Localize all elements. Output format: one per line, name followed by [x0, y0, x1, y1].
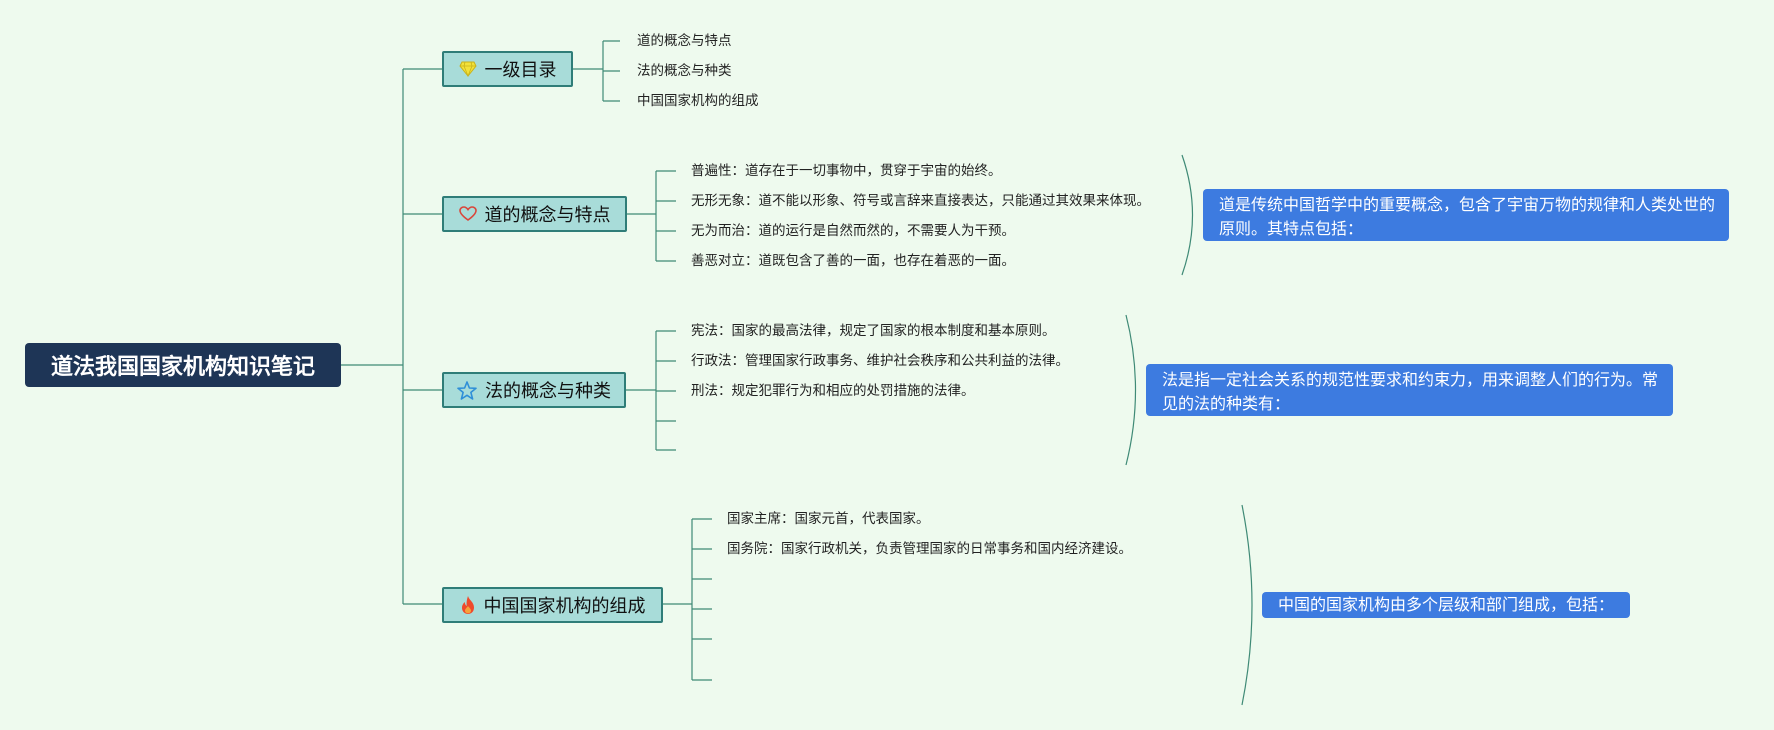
law-type-item[interactable]: 刑法：规定犯罪行为和相应的处罚措施的法律。 [691, 383, 975, 399]
toc-item[interactable]: 法的概念与种类 [637, 63, 732, 79]
dao-feature-item[interactable]: 善恶对立：道既包含了善的一面，也存在着恶的一面。 [691, 253, 1015, 269]
fire-icon [460, 595, 476, 615]
state-organ-item[interactable]: 国务院：国家行政机关，负责管理国家的日常事务和国内经济建设。 [727, 541, 1132, 557]
star-icon [457, 380, 477, 400]
root-topic[interactable]: 道法我国国家机构知识笔记 [25, 343, 341, 387]
branch-label: 一级目录 [484, 60, 557, 81]
dao-feature-item[interactable]: 无为而治：道的运行是自然而然的，不需要人为干预。 [691, 223, 1015, 239]
law-type-item[interactable]: 行政法：管理国家行政事务、维护社会秩序和公共利益的法律。 [691, 353, 1069, 369]
branch-table-of-contents[interactable]: 一级目录 [442, 51, 573, 87]
dao-feature-item[interactable]: 无形无象：道不能以形象、符号或言辞来直接表达，只能通过其效果来体现。 [691, 193, 1150, 209]
branch-label: 法的概念与种类 [485, 381, 611, 402]
branch-label: 道的概念与特点 [484, 205, 611, 226]
diamond-icon [458, 61, 477, 77]
toc-item[interactable]: 道的概念与特点 [637, 33, 732, 49]
branch-law-concept[interactable]: 法的概念与种类 [442, 372, 626, 408]
law-type-item[interactable]: 宪法：国家的最高法律，规定了国家的根本制度和基本原则。 [691, 323, 1056, 339]
summary-note-dao[interactable]: 道是传统中国哲学中的重要概念，包含了宇宙万物的规律和人类处世的原则。其特点包括： [1203, 189, 1729, 241]
branch-dao-concept[interactable]: 道的概念与特点 [442, 196, 627, 232]
summary-note-state-organs[interactable]: 中国的国家机构由多个层级和部门组成，包括： [1262, 592, 1630, 618]
summary-note-law[interactable]: 法是指一定社会关系的规范性要求和约束力，用来调整人们的行为。常见的法的种类有： [1146, 364, 1673, 416]
dao-feature-item[interactable]: 普遍性：道存在于一切事物中，贯穿于宇宙的始终。 [691, 163, 1002, 179]
toc-item[interactable]: 中国国家机构的组成 [637, 93, 759, 109]
heart-icon [458, 206, 477, 222]
state-organ-item[interactable]: 国家主席：国家元首，代表国家。 [727, 511, 930, 527]
branch-label: 中国国家机构的组成 [483, 596, 646, 617]
branch-state-organs[interactable]: 中国国家机构的组成 [442, 587, 663, 623]
